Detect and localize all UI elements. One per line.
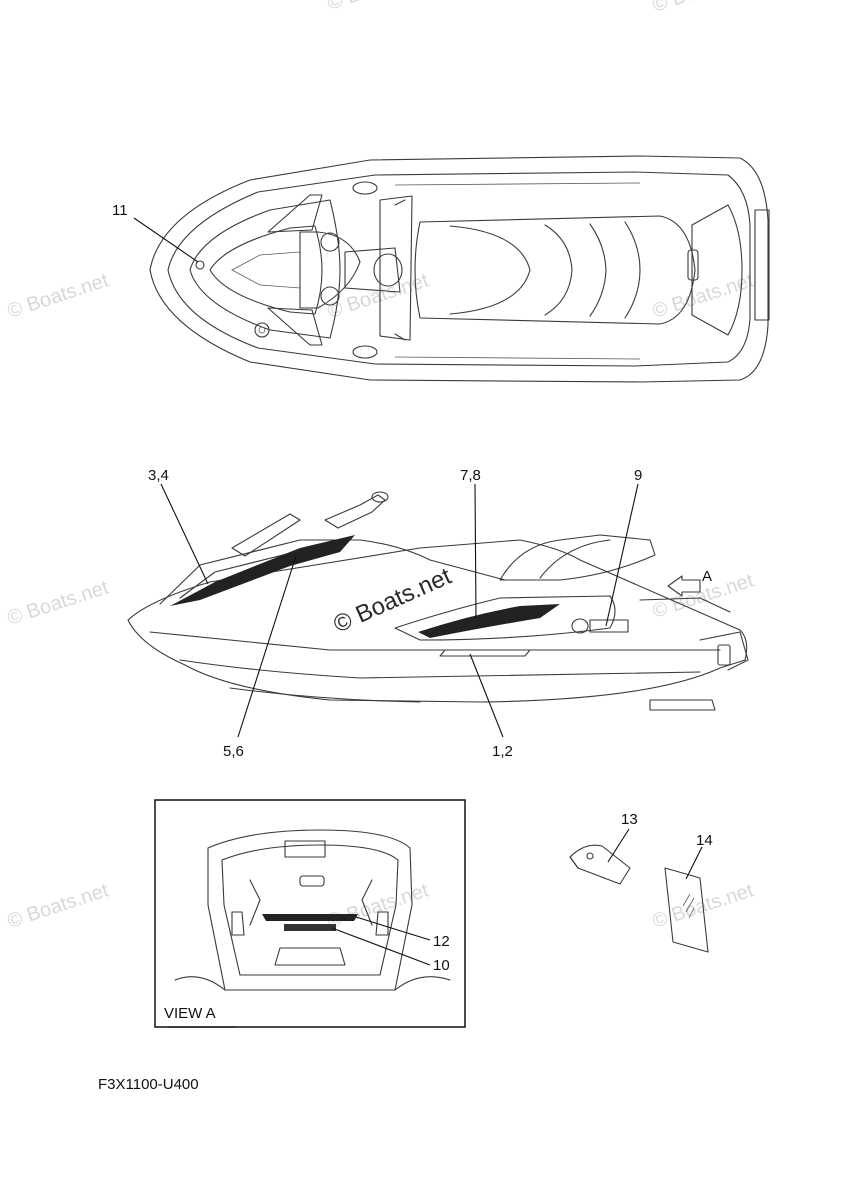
callout-9: 9 — [634, 467, 642, 484]
callout-labels: 11 3,4 7,8 9 A 5,6 1,2 13 14 12 10 — [112, 202, 713, 974]
part-code: F3X1100-U400 — [98, 1076, 199, 1093]
callout-7-8: 7,8 — [460, 467, 481, 484]
watermark: © Boats.net — [325, 879, 432, 932]
view-a-panel — [154, 799, 466, 1028]
watermark: © Boats.net — [650, 0, 757, 17]
callout-1-2: 1,2 — [492, 743, 513, 760]
watermark: © Boats.net — [5, 879, 112, 932]
callout-13: 13 — [621, 811, 638, 828]
watercraft-top-view — [149, 155, 770, 383]
callout-3-4: 3,4 — [148, 467, 169, 484]
leader-lines — [133, 217, 703, 966]
watermark: © Boats.net — [325, 0, 432, 15]
callout-a: A — [702, 568, 712, 585]
watercraft-side-view — [127, 491, 749, 711]
callout-12: 12 — [433, 933, 450, 950]
callout-14: 14 — [696, 832, 713, 849]
watermark: © Boats.net — [5, 576, 112, 629]
view-a-label: VIEW A — [164, 1005, 216, 1022]
watermark: © Boats.net — [5, 269, 112, 322]
watermark-layer: © Boats.net © Boats.net © Boats.net © Bo… — [5, 0, 757, 933]
callout-10: 10 — [433, 957, 450, 974]
part-13-tag — [569, 844, 631, 885]
callout-5-6: 5,6 — [223, 743, 244, 760]
callout-11: 11 — [112, 202, 128, 219]
